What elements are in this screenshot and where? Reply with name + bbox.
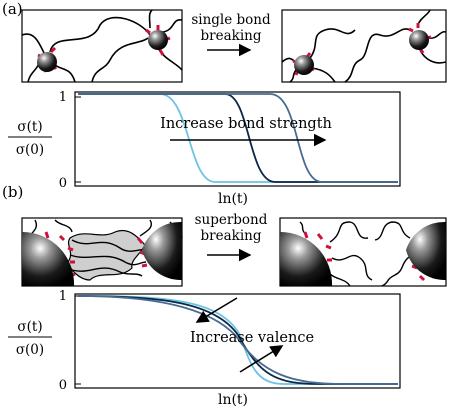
y-tick-label: 1 — [59, 90, 67, 105]
decay-curves — [78, 93, 398, 183]
series-line — [77, 295, 398, 385]
plot-frame — [74, 293, 401, 389]
series-line — [77, 295, 398, 385]
schematic-frame — [281, 9, 447, 83]
decay-curves — [77, 295, 398, 385]
panel-b-label: (b) — [2, 183, 24, 201]
trend-annotation: Increase bond strength — [160, 116, 332, 132]
panel-b-plot — [74, 293, 401, 389]
schematic-frame — [21, 9, 183, 83]
colloid-particle — [409, 30, 429, 50]
trend-arrow — [239, 345, 284, 373]
colloid-particle — [406, 221, 446, 281]
panel-a-plot — [74, 91, 401, 187]
linkers — [37, 25, 171, 73]
panel-b-transition-caption: superbond breaking — [183, 212, 279, 244]
y-axis-label-denominator: σ(0) — [16, 342, 44, 358]
panel-b-broken-schematic — [279, 217, 447, 287]
colloid-particle — [37, 52, 57, 72]
y-tick-label: 0 — [59, 378, 67, 393]
series-line — [78, 93, 398, 183]
caption-line-2: breaking — [200, 28, 262, 44]
y-tick-label: 0 — [59, 176, 67, 191]
caption-line-1: single bond — [191, 12, 271, 28]
colloid-particle — [294, 55, 314, 75]
colloid-particle — [280, 232, 333, 286]
panel-a-bound-schematic — [21, 9, 183, 83]
panel-a-transition-caption: single bond breaking — [183, 12, 279, 44]
y-axis-label-denominator: σ(0) — [16, 142, 44, 158]
y-axis-label-numerator: σ(t) — [17, 119, 42, 135]
panel-b-bound-schematic — [21, 217, 183, 287]
series-line — [78, 93, 398, 183]
y-axis-label-numerator: σ(t) — [17, 319, 42, 335]
panel-a-broken-schematic — [281, 9, 447, 83]
shaded-region — [67, 230, 146, 281]
colloid-particle — [148, 30, 168, 50]
panel-a-label: (a) — [2, 0, 23, 18]
colloid-particle — [142, 221, 182, 281]
plot-frame — [74, 91, 401, 187]
x-axis-label: ln(t) — [218, 392, 248, 408]
caption-line-1: superbond — [194, 212, 268, 228]
trend-annotation: Increase valence — [190, 330, 314, 346]
caption-line-2: breaking — [200, 228, 262, 244]
trend-arrow — [195, 297, 238, 323]
y-tick-label: 1 — [59, 289, 67, 304]
series-line — [78, 93, 398, 183]
x-axis-label: ln(t) — [218, 191, 248, 207]
colloid-particle — [22, 231, 75, 286]
